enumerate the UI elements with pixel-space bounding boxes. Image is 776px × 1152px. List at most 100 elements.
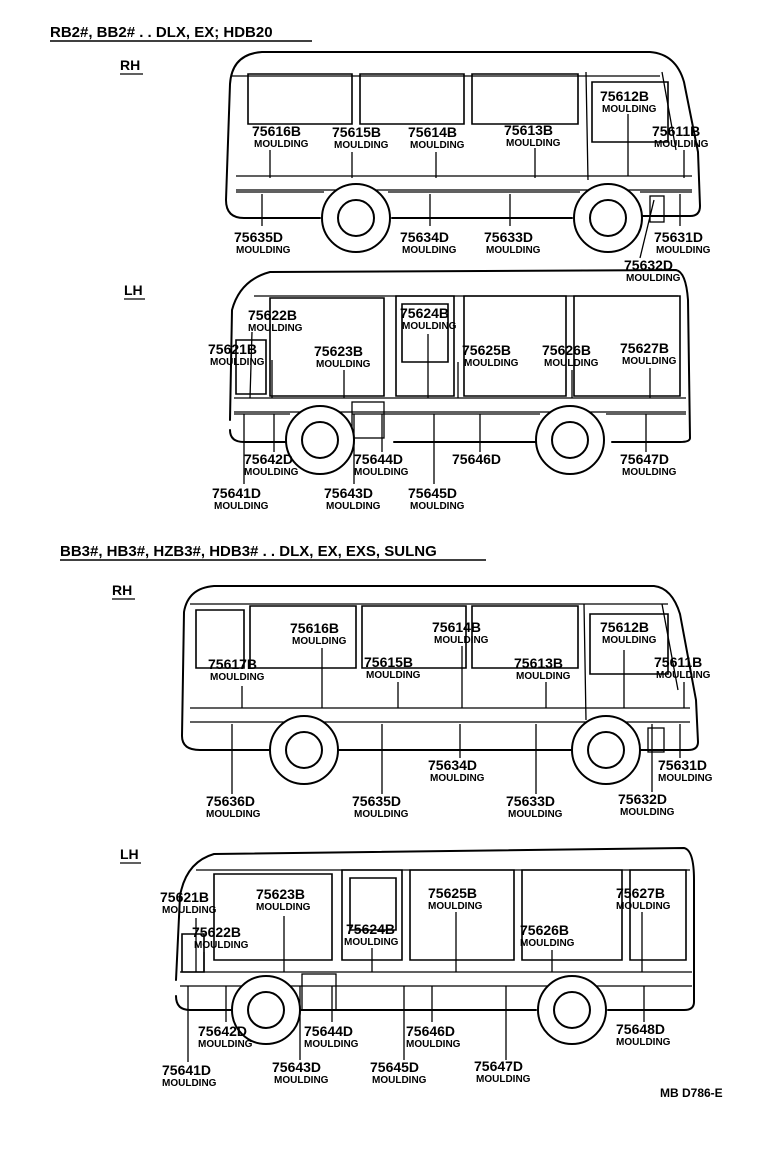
part-number: 75627B [620, 340, 669, 356]
van-s2-rh [181, 585, 699, 785]
part-number: 75631D [654, 229, 703, 245]
part-number: 75621B [160, 889, 209, 905]
part-description: MOULDING [602, 635, 657, 646]
part-number: 75613B [514, 655, 563, 671]
part-description: MOULDING [616, 901, 671, 912]
s1-lh-label: LH [124, 282, 143, 298]
part-description: MOULDING [654, 139, 709, 150]
part-number: 75645D [370, 1059, 419, 1075]
part-number: 75635D [234, 229, 283, 245]
part-description: MOULDING [206, 809, 261, 820]
part-number: 75645D [408, 485, 457, 501]
labels-s2-rh: 75616B MOULDING 75614B MOULDING 75612B M… [206, 619, 713, 820]
part-description: MOULDING [406, 1039, 461, 1050]
part-description: MOULDING [410, 140, 465, 151]
part-number: 75634D [428, 757, 477, 773]
s2-rh-label: RH [112, 582, 132, 598]
part-number: 75646D [452, 451, 501, 467]
part-number: 75614B [432, 619, 481, 635]
part-description: MOULDING [616, 1037, 671, 1048]
part-description: MOULDING [464, 358, 519, 369]
part-number: 75641D [162, 1062, 211, 1078]
part-description: MOULDING [210, 672, 265, 683]
part-description: MOULDING [544, 358, 599, 369]
part-description: MOULDING [402, 321, 457, 332]
part-description: MOULDING [162, 1078, 217, 1089]
section1-header: RB2#, BB2# . . DLX, EX; HDB20 [50, 24, 273, 41]
part-description: MOULDING [410, 501, 465, 512]
part-description: MOULDING [194, 940, 249, 951]
part-number: 75633D [506, 793, 555, 809]
part-description: MOULDING [430, 773, 485, 784]
part-description: MOULDING [656, 245, 711, 256]
part-number: 75646D [406, 1023, 455, 1039]
part-number: 75622B [248, 307, 297, 323]
part-description: MOULDING [486, 245, 541, 256]
part-number: 75648D [616, 1021, 665, 1037]
part-description: MOULDING [620, 807, 675, 818]
s1-rh-label: RH [120, 57, 140, 73]
section2-header: BB3#, HB3#, HZB3#, HDB3# . . DLX, EX, EX… [60, 543, 437, 560]
part-number: 75624B [346, 921, 395, 937]
part-description: MOULDING [428, 901, 483, 912]
part-number: 75624B [400, 305, 449, 321]
part-description: MOULDING [214, 501, 269, 512]
part-number: 75615B [364, 654, 413, 670]
part-number: 75636D [206, 793, 255, 809]
part-description: MOULDING [366, 670, 421, 681]
van-s1-rh [225, 51, 701, 253]
part-number: 75633D [484, 229, 533, 245]
part-description: MOULDING [434, 635, 489, 646]
part-description: MOULDING [656, 670, 711, 681]
part-number: 75612B [600, 88, 649, 104]
part-description: MOULDING [274, 1075, 329, 1086]
part-number: 75644D [354, 451, 403, 467]
part-number: 75626B [542, 342, 591, 358]
part-description: MOULDING [244, 467, 299, 478]
part-number: 75643D [324, 485, 373, 501]
part-description: MOULDING [516, 671, 571, 682]
part-number: 75643D [272, 1059, 321, 1075]
part-number: 75647D [620, 451, 669, 467]
part-number: 75626B [520, 922, 569, 938]
part-number: 75611B [652, 123, 700, 139]
labels-s1-rh: 75616B MOULDING 75615B MOULDING 75614B M… [234, 88, 711, 284]
part-number: 75635D [352, 793, 401, 809]
part-description: MOULDING [476, 1074, 531, 1085]
part-description: MOULDING [316, 359, 371, 370]
part-description: MOULDING [254, 139, 309, 150]
van-s1-lh [229, 269, 691, 475]
part-description: MOULDING [344, 937, 399, 948]
part-description: MOULDING [292, 636, 347, 647]
part-description: MOULDING [508, 809, 563, 820]
part-number: 75632D [618, 791, 667, 807]
part-number: 75632D [624, 257, 673, 273]
part-number: 75627B [616, 885, 665, 901]
part-description: MOULDING [198, 1039, 253, 1050]
part-description: MOULDING [236, 245, 291, 256]
part-number: 75613B [504, 122, 553, 138]
part-number: 75634D [400, 229, 449, 245]
part-description: MOULDING [256, 902, 311, 913]
part-description: MOULDING [622, 467, 677, 478]
part-number: 75647D [474, 1058, 523, 1074]
part-description: MOULDING [248, 323, 303, 334]
van-s2-lh [175, 847, 695, 1045]
part-number: 75614B [408, 124, 457, 140]
labels-s1-lh: 75622B MOULDING 75624B MOULDING 75621B M… [208, 305, 677, 512]
part-description: MOULDING [658, 773, 713, 784]
part-description: MOULDING [210, 357, 265, 368]
part-number: 75623B [256, 886, 305, 902]
part-description: MOULDING [506, 138, 561, 149]
part-number: 75631D [658, 757, 707, 773]
part-number: 75625B [428, 885, 477, 901]
part-description: MOULDING [326, 501, 381, 512]
part-description: MOULDING [162, 905, 217, 916]
part-number: 75621B [208, 341, 257, 357]
part-number: 75641D [212, 485, 261, 501]
part-number: 75622B [192, 924, 241, 940]
part-description: MOULDING [354, 467, 409, 478]
part-number: 75616B [252, 123, 301, 139]
